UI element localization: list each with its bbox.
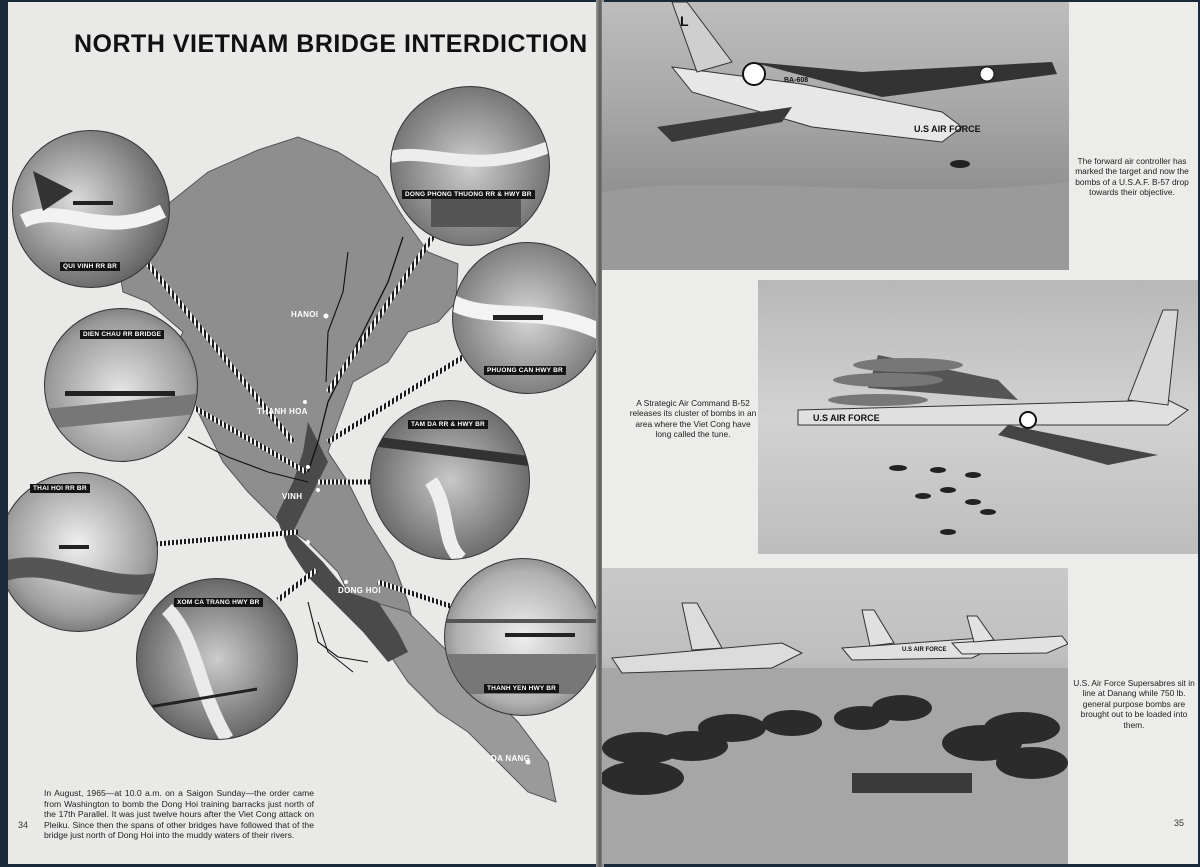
connector-qui-vinh (146, 262, 295, 444)
bridge-label-phuong-can: PHUONG CAN HWY BR (484, 366, 566, 375)
city-label-vinh: VINH (282, 492, 303, 501)
bridge-label-tam-da: TAM DA RR & HWY BR (408, 420, 488, 429)
photo-b57-bomber: L BA-608 U.S AIR FORCE (602, 2, 1069, 270)
bridge-label-thai-hoi: THAI HOI RR BR (30, 484, 90, 493)
left-page-caption: In August, 1965—at 10.0 a.m. on a Saigon… (44, 788, 314, 841)
city-label-da-nang: DA NANG (491, 754, 531, 763)
bomb-pile (602, 695, 1068, 795)
photo-supersabres-danang: U.S AIR FORCE (602, 568, 1068, 864)
b57-serial: BA-608 (784, 77, 808, 84)
bridge-label-thanh-yen: THANH YEN HWY BR (484, 684, 560, 693)
city-label-dong-hoi: DONG HOI (338, 586, 381, 595)
supersabre-jets (611, 602, 1068, 674)
right-page: L BA-608 U.S AIR FORCE The forward air c… (602, 2, 1198, 864)
b52-fuselage-text: U.S AIR FORCE (813, 413, 880, 423)
photo-b52-bomber: U.S AIR FORCE (758, 280, 1198, 554)
caption-b57: The forward air controller has marked th… (1075, 156, 1189, 198)
bridge-label-dien-chau: DIEN CHAU RR BRIDGE (80, 330, 165, 339)
city-label-hanoi: HANOI (291, 310, 319, 319)
caption-b52: A Strategic Air Command B-52 releases it… (629, 398, 757, 440)
bridge-label-dong-phong-thuong: DONG PHONG THUONG RR & HWY BR (402, 190, 535, 199)
caption-supersabres: U.S. Air Force Supersabres sit in line a… (1073, 678, 1195, 730)
city-label-thanh-hoa: THANH HOA (257, 407, 308, 416)
book-gutter (596, 0, 604, 867)
page-number-left: 34 (18, 820, 29, 830)
b57-fuselage-text: U.S AIR FORCE (914, 124, 981, 134)
bridge-photo-dien-chau (44, 308, 198, 462)
b57-tail-letter: L (680, 13, 689, 29)
bridge-photo-dong-phong-thuong (390, 86, 550, 246)
b52-aircraft (797, 309, 1189, 465)
bridge-label-qui-vinh: QUI VINH RR BR (60, 262, 121, 271)
bridge-photo-qui-vinh (12, 130, 170, 288)
bridge-photo-thai-hoi (8, 472, 158, 632)
page-number-right: 35 (1174, 818, 1185, 828)
bridge-photo-phuong-can (452, 242, 600, 394)
page-title: NORTH VIETNAM BRIDGE INTERDICTION (74, 30, 588, 58)
f100-fuselage-text: U.S AIR FORCE (902, 647, 946, 653)
b52-falling-bombs (889, 465, 996, 535)
bridge-label-xom-ca-trang: XOM CA TRANG HWY BR (174, 598, 263, 607)
left-page: NORTH VIETNAM BRIDGE INTERDICTION (8, 2, 600, 864)
b57-aircraft (657, 2, 1057, 168)
